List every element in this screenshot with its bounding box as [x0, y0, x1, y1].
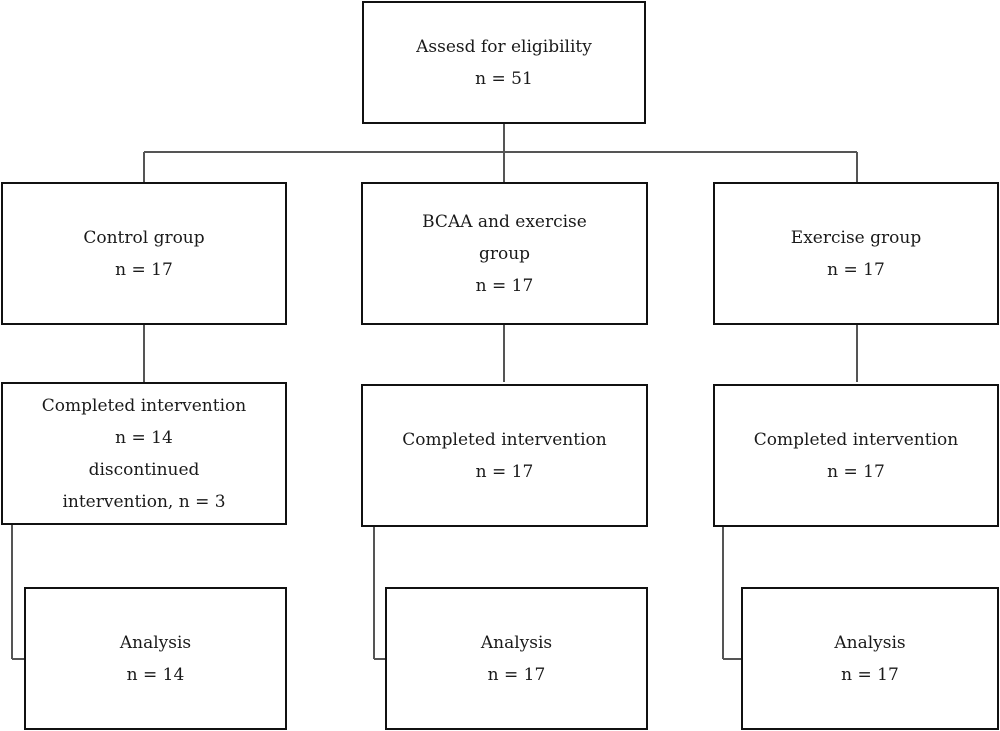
bcaa-group-box: BCAA and exercise group n = 17	[361, 182, 648, 325]
exercise-group-box: Exercise group n = 17	[713, 182, 999, 325]
bcaa-analysis-title: Analysis	[480, 632, 553, 653]
eligibility-count: n = 51	[475, 68, 533, 89]
control-intervention-box: Completed intervention n = 14 discontinu…	[1, 382, 287, 525]
control-discontinued-line1: discontinued	[88, 459, 200, 480]
eligibility-box: Assesd for eligibility n = 51	[362, 1, 646, 124]
bcaa-intervention-count: n = 17	[475, 461, 534, 482]
control-analysis-title: Analysis	[119, 632, 192, 653]
bcaa-group-title-line1: BCAA and exercise	[422, 211, 587, 232]
control-intervention-title: Completed intervention	[41, 395, 247, 416]
exercise-intervention-count: n = 17	[827, 461, 885, 482]
control-group-title: Control group	[83, 227, 205, 248]
control-group-box: Control group n = 17	[1, 182, 287, 325]
exercise-analysis-box: Analysis n = 17	[741, 587, 999, 730]
control-analysis-count: n = 14	[126, 664, 185, 685]
bcaa-intervention-box: Completed intervention n = 17	[361, 384, 648, 527]
control-analysis-box: Analysis n = 14	[24, 587, 287, 730]
exercise-group-count: n = 17	[827, 259, 885, 280]
exercise-analysis-title: Analysis	[834, 632, 906, 653]
eligibility-title: Assesd for eligibility	[416, 36, 592, 57]
exercise-group-title: Exercise group	[790, 227, 922, 248]
bcaa-group-title-line2: group	[478, 243, 531, 264]
exercise-intervention-title: Completed intervention	[753, 429, 959, 450]
exercise-analysis-count: n = 17	[841, 664, 899, 685]
bcaa-intervention-title: Completed intervention	[402, 429, 607, 450]
control-group-count: n = 17	[115, 259, 173, 280]
bcaa-analysis-count: n = 17	[487, 664, 546, 685]
control-intervention-count: n = 14	[115, 427, 173, 448]
exercise-intervention-box: Completed intervention n = 17	[713, 384, 999, 527]
control-discontinued-line2: intervention, n = 3	[62, 491, 226, 512]
bcaa-group-count: n = 17	[475, 275, 534, 296]
bcaa-analysis-box: Analysis n = 17	[385, 587, 648, 730]
